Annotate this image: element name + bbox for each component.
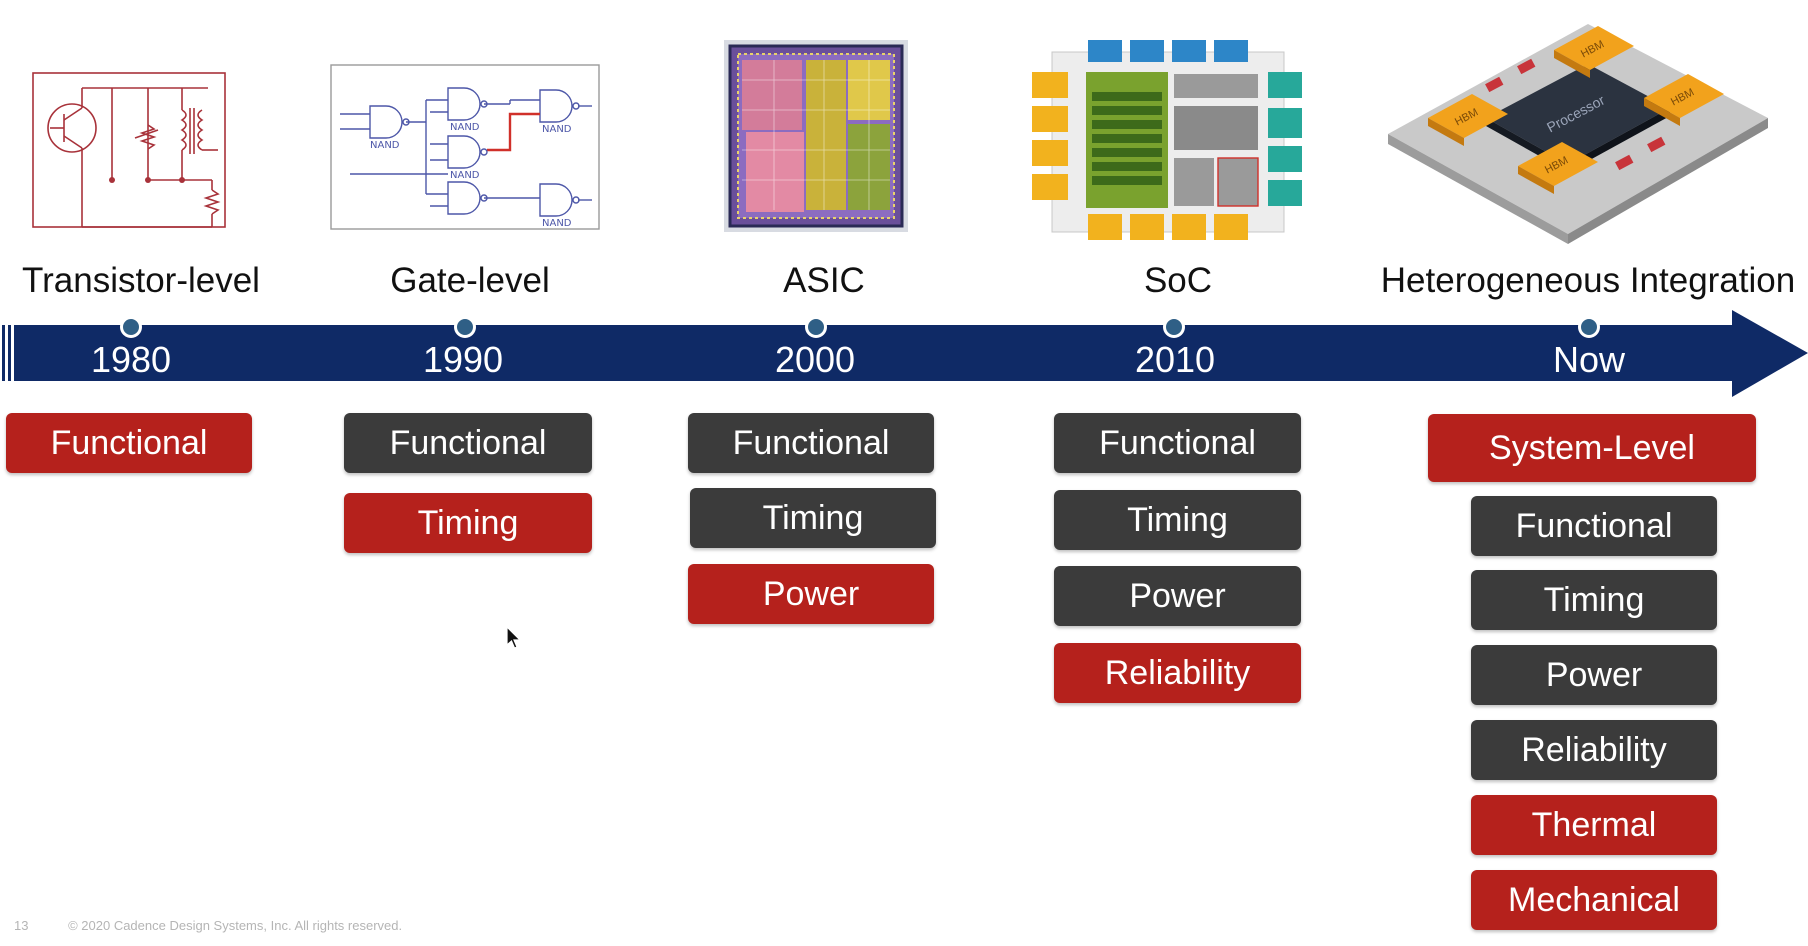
- gate-label: NAND: [450, 122, 480, 133]
- capability-mechanical: Mechanical: [1471, 870, 1717, 930]
- mouse-pointer-icon: [506, 626, 522, 649]
- year-label-1980: 1980: [90, 339, 172, 380]
- timeline-marker-now: [1578, 316, 1600, 338]
- timeline-marker-2000: [805, 316, 827, 338]
- era-title-heterogeneous-integration: Heterogeneous Integration: [1380, 261, 1796, 300]
- gate-label: NAND: [370, 140, 400, 151]
- capability-functional: Functional: [688, 413, 934, 473]
- timeline-arrow: [2, 310, 1808, 397]
- asic-die-image: [724, 40, 908, 232]
- era-title-asic: ASIC: [783, 261, 865, 300]
- gate-label: NAND: [450, 170, 480, 181]
- heterogeneous-package-image: Processor HBM HBM HBM HBM: [1378, 6, 1776, 244]
- capability-timing: Timing: [1054, 490, 1301, 550]
- capability-functional: Functional: [6, 413, 252, 473]
- capability-power: Power: [1054, 566, 1301, 626]
- capability-functional: Functional: [1054, 413, 1301, 473]
- copyright-notice: © 2020 Cadence Design Systems, Inc. All …: [68, 918, 403, 933]
- capability-thermal: Thermal: [1471, 795, 1717, 855]
- capability-reliability: Reliability: [1471, 720, 1717, 780]
- gate-schematic: NAND NAND NAND NAND NAND: [330, 64, 601, 232]
- page-number: 13: [14, 918, 29, 933]
- era-title-gate-level: Gate-level: [390, 261, 550, 300]
- capability-functional: Functional: [344, 413, 592, 473]
- era-title-transistor-level: Transistor-level: [22, 261, 260, 300]
- gate-label: NAND: [542, 124, 572, 135]
- era-title-soc: SoC: [1143, 261, 1213, 300]
- slide-footer: 13 © 2020 Cadence Design Systems, Inc. A…: [14, 918, 402, 933]
- capability-reliability: Reliability: [1054, 643, 1301, 703]
- timeline-marker-1980: [120, 316, 142, 338]
- timeline-marker-2010: [1163, 316, 1185, 338]
- capability-system-level: System-Level: [1428, 414, 1756, 482]
- transistor-schematic: [30, 70, 230, 232]
- capability-power: Power: [688, 564, 934, 624]
- soc-block-diagram: [1028, 36, 1308, 246]
- capability-timing: Timing: [1471, 570, 1717, 630]
- capability-timing: Timing: [344, 493, 592, 553]
- capability-power: Power: [1471, 645, 1717, 705]
- capability-timing: Timing: [690, 488, 936, 548]
- timeline-marker-1990: [454, 316, 476, 338]
- gate-label: NAND: [542, 218, 572, 229]
- year-label-1990: 1990: [422, 339, 504, 380]
- year-label-now: Now: [1552, 339, 1626, 380]
- year-label-2010: 2010: [1134, 339, 1216, 380]
- year-label-2000: 2000: [774, 339, 856, 380]
- capability-functional: Functional: [1471, 496, 1717, 556]
